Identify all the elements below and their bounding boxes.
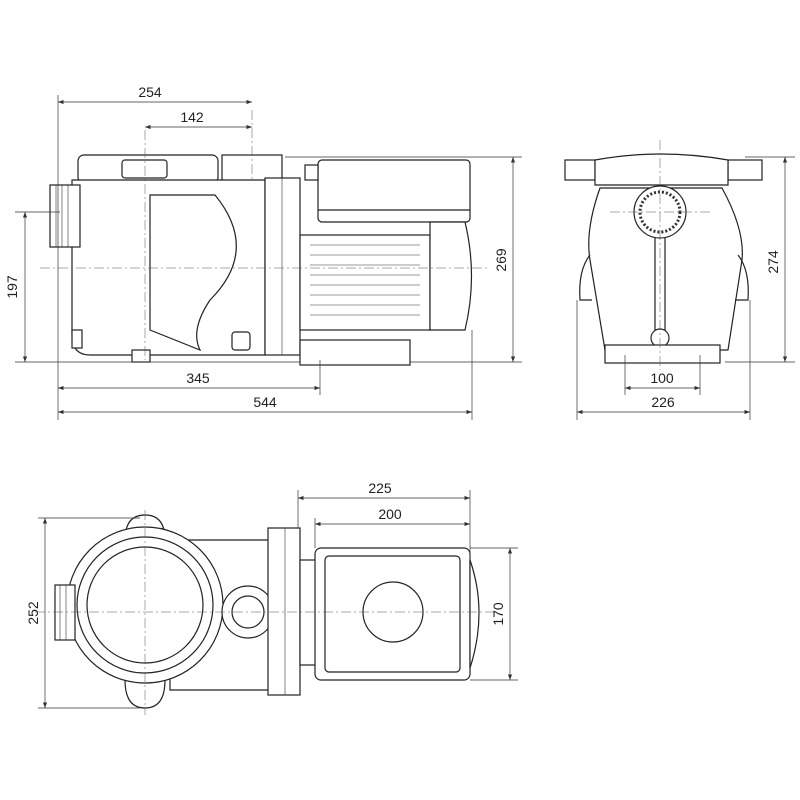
front-view [564,140,763,370]
dim-225: 225 [368,480,392,496]
dim-345: 345 [186,370,210,386]
dim-254: 254 [138,84,162,100]
top-view-dimensions: 225 200 252 170 [25,480,518,709]
dim-197: 197 [4,275,20,299]
motor-cooling-fins [310,244,420,316]
top-view [35,510,495,715]
dim-200: 200 [378,506,402,522]
dim-142: 142 [180,109,204,125]
side-view [40,110,490,366]
dim-226: 226 [651,394,675,410]
dim-252: 252 [25,601,41,625]
dim-274: 274 [765,250,781,274]
dim-544: 544 [253,394,277,410]
side-view-dimensions: 254 142 197 269 345 544 [4,84,522,420]
front-view-dimensions: 274 100 226 [576,156,795,420]
dim-269: 269 [493,248,509,272]
dim-100: 100 [650,370,674,386]
dim-170: 170 [490,602,506,626]
